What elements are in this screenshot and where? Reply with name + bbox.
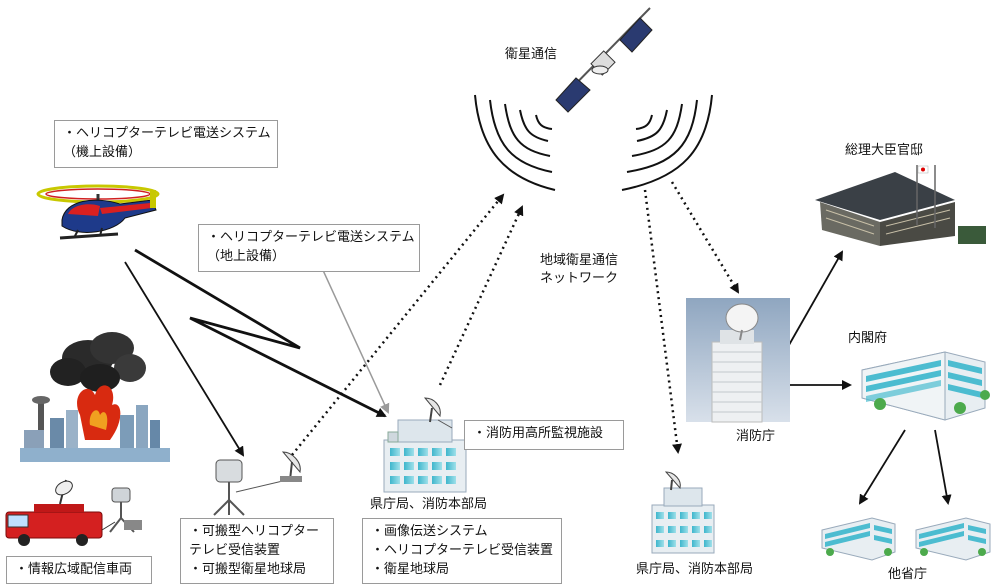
dish-antenna-icon [280,451,302,482]
pm-residence-icon [808,162,990,248]
satellite-icon [555,7,653,113]
portable-antenna-icon [109,487,142,533]
box-pointer [321,267,390,414]
portable-receiver-line2: テレビ受信装置 [189,543,281,558]
image-transmission-line1: ・画像伝送システム [371,524,488,539]
high-monitoring-line1: ・消防用高所監視施設 [473,426,604,441]
solid-arrows [124,250,952,505]
heli-ground-box: ・ヘリコプターテレビ電送システム （地上設備） [198,224,420,272]
cabinet-office-icon [861,351,990,421]
zigzag-link [134,248,387,418]
other-ministries-label: 他省庁 [888,567,928,582]
heli-ground-line1: ・ヘリコプターテレビ電送システム [207,230,415,245]
prefecture-hq-right-label: 県庁局、消防本部局 [636,562,754,577]
fire-truck-icon [5,479,142,546]
building-icon [383,397,467,493]
portable-receiver-icon [213,459,245,516]
signal-arcs-left-icon [474,94,556,191]
heli-onboard-box: ・ヘリコプターテレビ電送システム （機上設備） [54,120,278,168]
heli-onboard-line2: （機上設備） [63,145,142,160]
high-monitoring-box: ・消防用高所監視施設 [464,420,624,450]
prefecture-hq-center-label: 県庁局、消防本部局 [370,497,488,512]
satellite-links [291,181,740,456]
heli-onboard-line1: ・ヘリコプターテレビ電送システム [63,126,271,141]
fire-city-icon [20,332,170,462]
portable-receiver-line1: ・可搬型ヘリコプター [189,524,320,539]
portable-receiver-line3: ・可搬型衛星地球局 [189,562,307,577]
signal-arcs-right-icon [621,94,713,191]
other-ministry-building-icon [915,517,991,561]
regional-network-label-line1: 地域衛星通信 [540,253,619,268]
image-transmission-line3: ・衛星地球局 [371,562,450,577]
info-vehicle-line1: ・情報広域配信車両 [15,562,133,577]
image-transmission-box: ・画像伝送システム ・ヘリコプターテレビ受信装置 ・衛星地球局 [362,518,562,584]
fdma-building-icon [686,298,790,423]
other-ministry-building-icon [821,517,896,561]
pm-residence-label: 総理大臣官邸 [845,143,924,158]
helicopter-icon [36,184,160,240]
box-pointer [235,479,288,493]
portable-receiver-box: ・可搬型ヘリコプター テレビ受信装置 ・可搬型衛星地球局 [180,518,334,584]
regional-network-label-line2: ネットワーク [540,271,619,286]
building-icon [651,471,715,554]
satellite-label: 衛星通信 [505,47,558,62]
heli-ground-line2: （地上設備） [207,249,286,264]
info-vehicle-box: ・情報広域配信車両 [6,556,152,584]
cabinet-office-label: 内閣府 [848,331,888,346]
fdma-label: 消防庁 [736,429,776,444]
image-transmission-line2: ・ヘリコプターテレビ受信装置 [371,543,554,558]
